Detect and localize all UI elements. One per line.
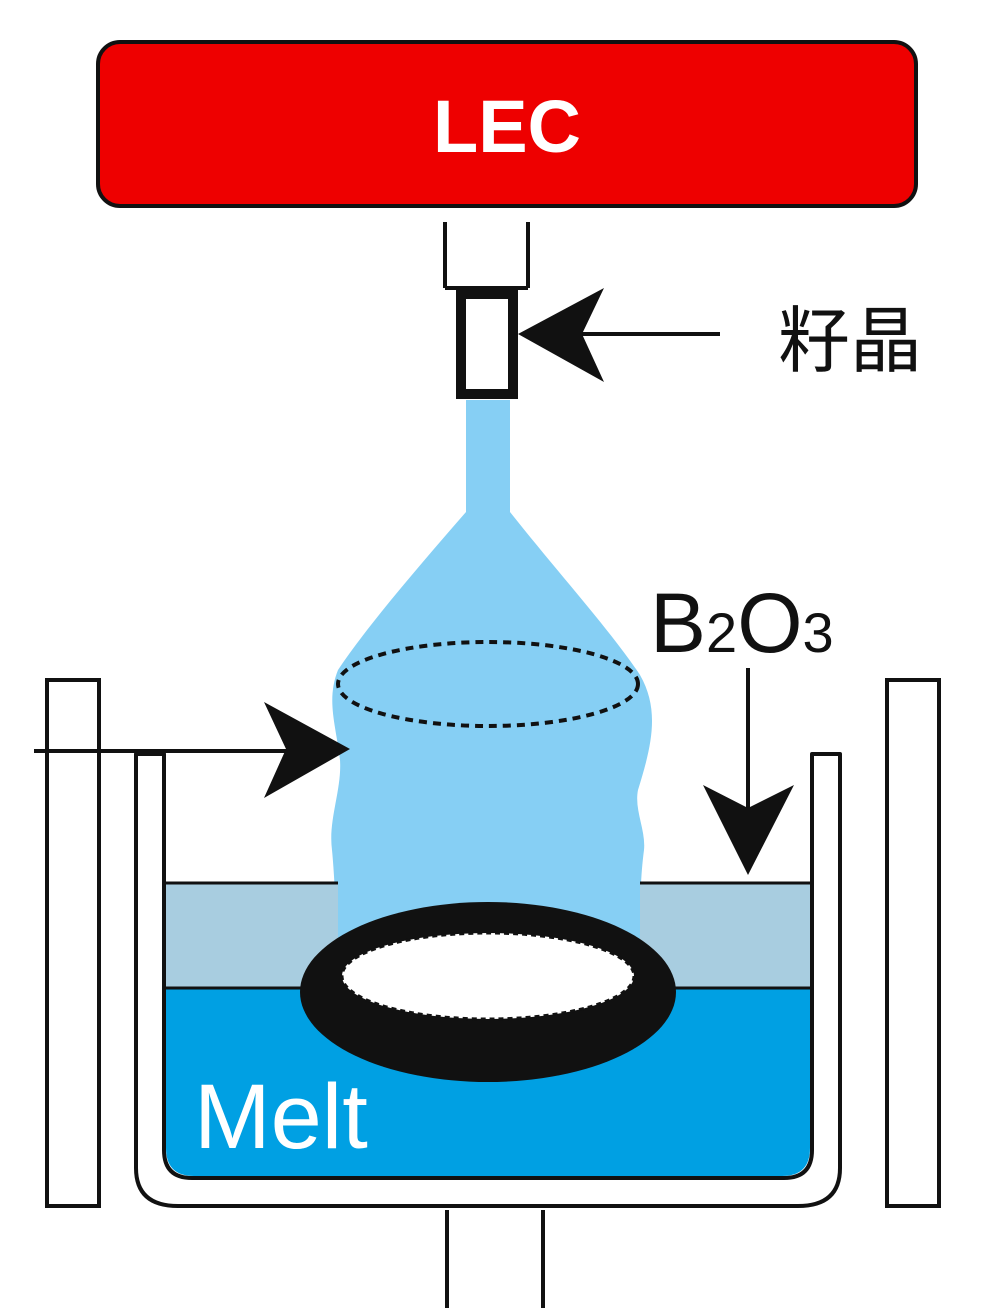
- crucible-outer-wall: [134, 752, 842, 1208]
- encapsulant-arrow: [703, 668, 794, 875]
- encapsulant-arrow-head: [703, 785, 794, 875]
- crystal-diameter-marker: [336, 640, 640, 728]
- seed-arrow-head: [518, 288, 604, 382]
- title-label: LEC: [433, 85, 581, 168]
- crystal-pointer-arrow: [34, 702, 350, 798]
- encapsulant-label-sub-3: 3: [803, 601, 834, 664]
- crucible-support-shaft: [445, 1210, 545, 1308]
- growth-interface-inner: [340, 931, 636, 1021]
- crystal-ingot: [331, 400, 653, 955]
- left-heater-post: [45, 678, 101, 1208]
- title-bar-background: [96, 40, 918, 208]
- seed-holder: [456, 289, 518, 399]
- title-bar: LEC: [96, 40, 918, 208]
- encapsulant-label-sub-2: 2: [706, 601, 737, 664]
- melt-label: Melt: [194, 1066, 368, 1168]
- crystal-pointer-head: [264, 702, 350, 798]
- seed-arrow: [518, 288, 720, 382]
- encapsulant-label-b: B: [650, 576, 706, 670]
- right-heater-post: [885, 678, 941, 1208]
- encapsulant-label-o: O: [737, 576, 802, 670]
- pull-rod: [443, 222, 530, 290]
- encapsulant-label: B2O3: [650, 576, 834, 670]
- seed-label: 籽晶: [778, 299, 922, 383]
